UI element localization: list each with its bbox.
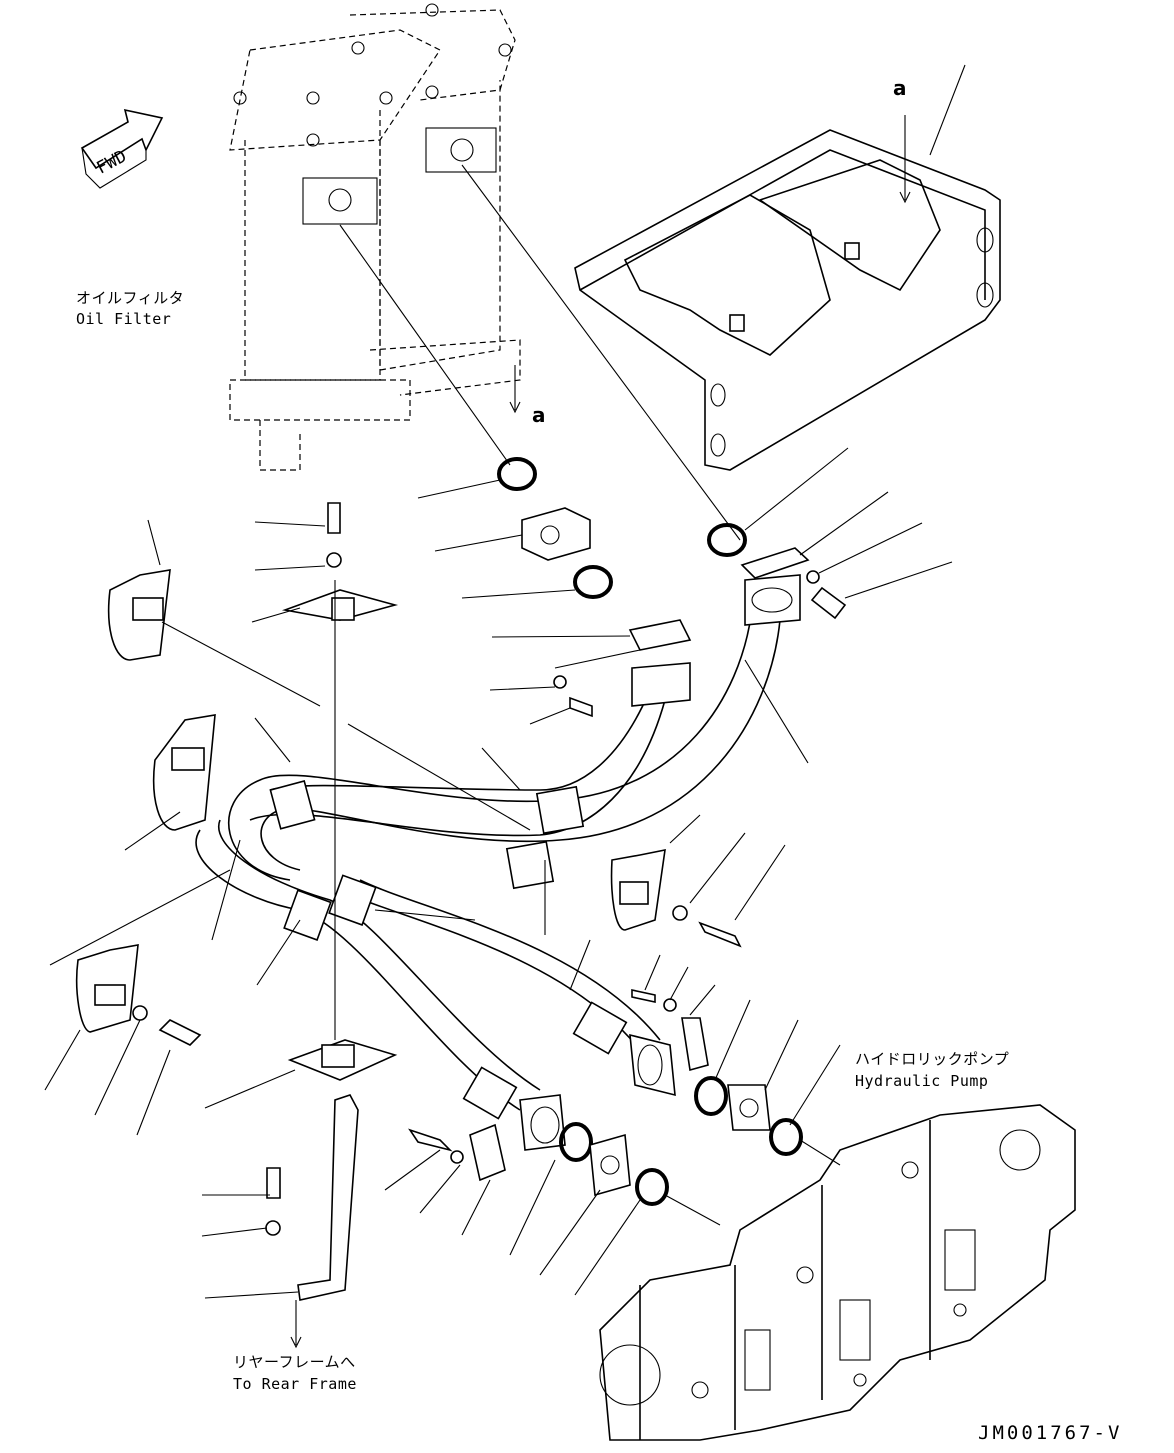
rear-frame-label-en: To Rear Frame: [233, 1375, 357, 1393]
ref-mark-a-bracket: a: [893, 76, 907, 100]
ref-mark-a-filter: a: [532, 403, 546, 427]
leader-lines: [44, 164, 841, 1349]
oil-filter-label-jp: オイルフィルタ: [76, 289, 185, 307]
oil-filter: [229, 3, 521, 471]
top-fittings: [417, 447, 953, 651]
filter-bracket: [574, 64, 1001, 471]
hose-clamps: [75, 502, 803, 1301]
hydraulic-pump: [599, 1104, 1076, 1441]
drawing-code: JM001767-V: [978, 1422, 1123, 1444]
hydraulic-pump-label-jp: ハイドロリックポンプ: [855, 1050, 1010, 1068]
hydraulic-pump-label-en: Hydraulic Pump: [855, 1072, 989, 1090]
oil-filter-label-en: Oil Filter: [76, 310, 172, 328]
rear-frame-label-jp: リヤーフレームへ: [233, 1353, 356, 1371]
hydraulic-hoses: [195, 574, 801, 1151]
forward-arrow-icon: FWD: [80, 108, 164, 189]
